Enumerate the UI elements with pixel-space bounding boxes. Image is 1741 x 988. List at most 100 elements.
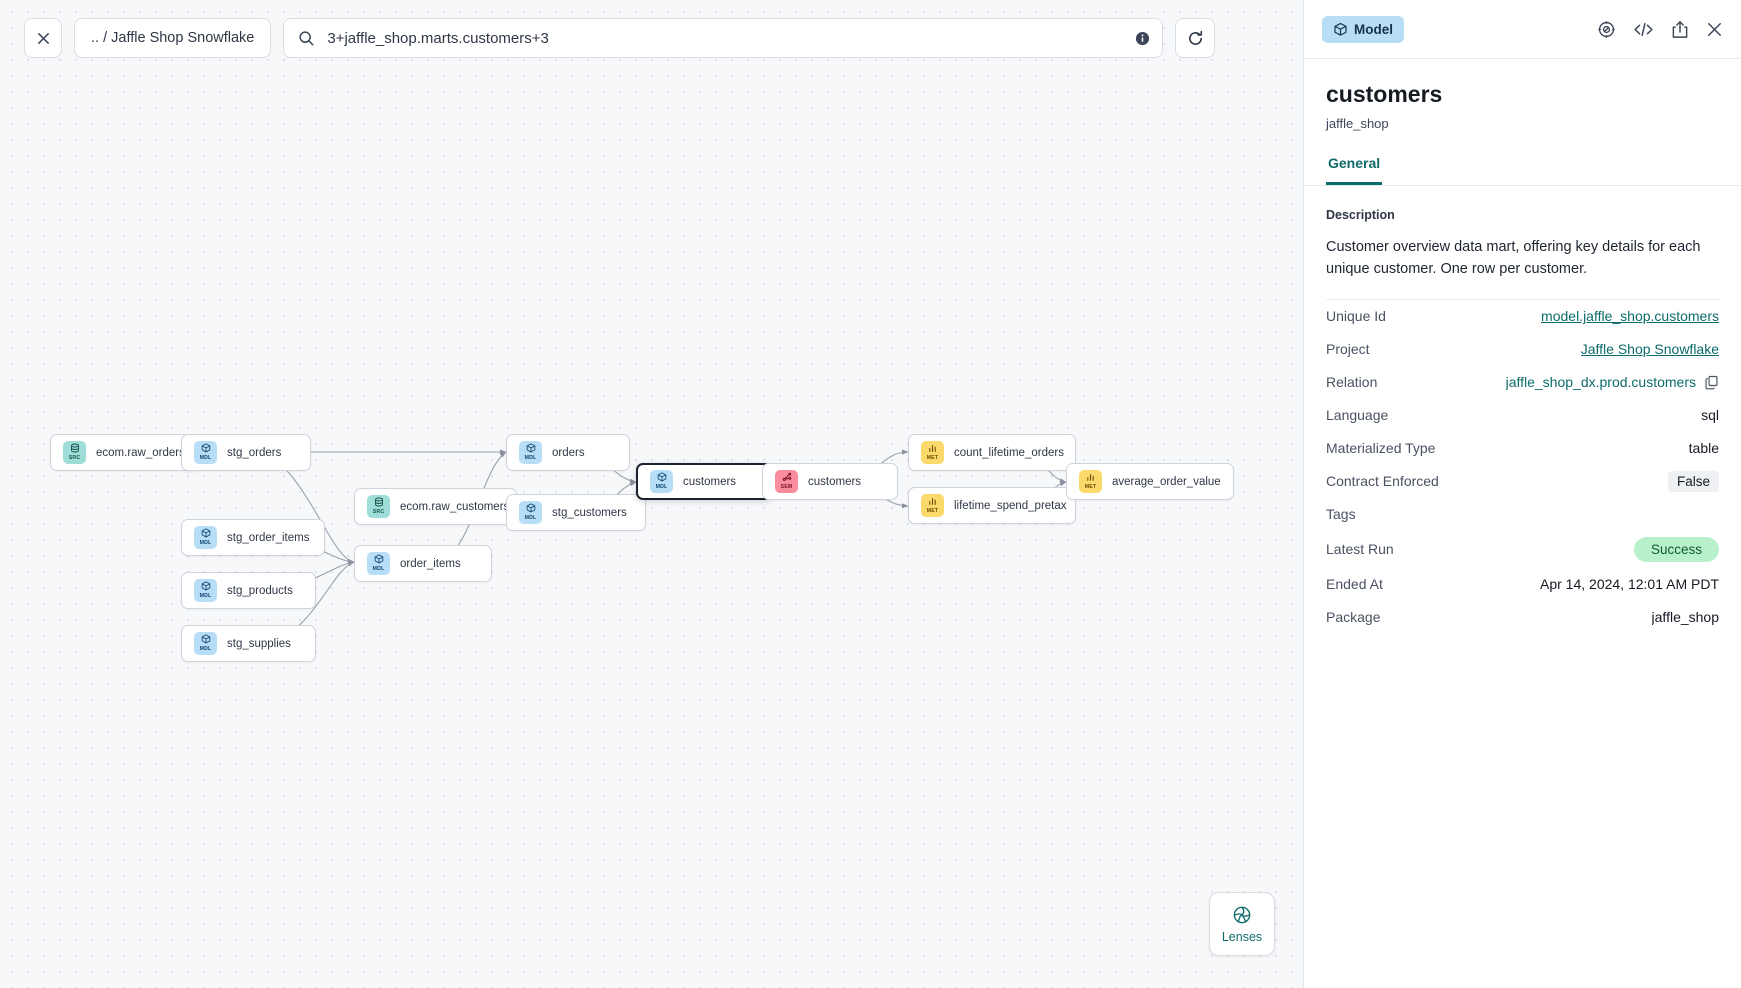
property-key: Language: [1326, 407, 1389, 424]
node-kind-chip[interactable]: Model: [1322, 15, 1404, 43]
property-value-wrap: Jaffle Shop Snowflake: [1581, 341, 1719, 357]
property-row: Latest Run Success: [1326, 531, 1719, 568]
node-type-code: SEM: [780, 484, 793, 491]
property-key: Contract Enforced: [1326, 473, 1439, 490]
node-badge-sem-icon: SEM: [775, 470, 798, 493]
node-type-code: MDL: [524, 515, 537, 522]
node-label: stg_customers: [552, 506, 627, 519]
node-type-code: MDL: [199, 540, 212, 547]
node-badge-met-icon: MET: [921, 494, 944, 517]
node-badge-src-icon: SRC: [63, 441, 86, 464]
node-label: customers: [683, 475, 737, 488]
node-type-code: MDL: [655, 484, 668, 491]
lineage-canvas[interactable]: .. / Jaffle Shop Snowflake 3+jaffle_shop…: [0, 0, 1303, 988]
info-icon[interactable]: [1135, 31, 1150, 46]
node-label: stg_order_items: [227, 531, 310, 544]
graph-node-stg_supplies[interactable]: MDL stg_supplies: [181, 625, 316, 662]
node-type-code: MET: [926, 508, 939, 515]
focus-icon[interactable]: [1597, 20, 1616, 39]
node-badge-met-icon: MET: [921, 441, 944, 464]
node-type-code: MET: [1084, 484, 1097, 491]
graph-node-stg_order_items[interactable]: MDL stg_order_items: [181, 519, 325, 556]
page-title: customers: [1326, 81, 1443, 107]
node-type-glyph: [928, 496, 938, 508]
property-value: table: [1688, 440, 1719, 457]
canvas-toolbar: .. / Jaffle Shop Snowflake 3+jaffle_shop…: [24, 18, 1216, 58]
property-key: Latest Run: [1326, 541, 1394, 558]
node-badge-mdl-icon: MDL: [194, 632, 217, 655]
node-type-glyph: [657, 472, 667, 484]
property-value: jaffle_shop_dx.prod.customers: [1505, 374, 1696, 391]
node-badge-mdl-icon: MDL: [650, 470, 673, 493]
node-badge-mdl-icon: MDL: [194, 526, 217, 549]
close-icon[interactable]: [1706, 21, 1723, 38]
description-label: Description: [1326, 208, 1395, 222]
share-icon[interactable]: [1671, 20, 1689, 39]
graph-node-order_items[interactable]: MDL order_items: [354, 545, 492, 582]
node-label: stg_supplies: [227, 637, 291, 650]
property-key: Unique Id: [1326, 308, 1386, 325]
graph-node-stg_orders[interactable]: MDL stg_orders: [181, 434, 311, 471]
search-input[interactable]: 3+jaffle_shop.marts.customers+3: [283, 18, 1164, 58]
node-type-glyph: [374, 554, 384, 566]
panel-tabs: General: [1304, 155, 1741, 186]
property-value[interactable]: Jaffle Shop Snowflake: [1580, 341, 1719, 358]
graph-node-customers_model[interactable]: MDL customers: [636, 463, 772, 500]
node-type-glyph: [201, 581, 211, 593]
aperture-icon: [1232, 905, 1252, 925]
breadcrumb-label: .. / Jaffle Shop Snowflake: [91, 30, 255, 46]
lenses-button[interactable]: Lenses: [1209, 892, 1275, 956]
panel-actions: [1597, 20, 1723, 39]
close-button[interactable]: [24, 18, 62, 58]
property-row: Relation jaffle_shop_dx.prod.customers: [1326, 366, 1719, 399]
node-type-code: MDL: [372, 566, 385, 573]
property-key: Materialized Type: [1326, 440, 1436, 457]
property-key: Package: [1326, 609, 1381, 626]
copy-icon[interactable]: [1704, 375, 1719, 390]
node-label: order_items: [400, 557, 461, 570]
node-badge-met-icon: MET: [1079, 470, 1102, 493]
property-key: Ended At: [1326, 576, 1383, 593]
node-type-glyph: [70, 443, 80, 455]
node-badge-mdl-icon: MDL: [519, 501, 542, 524]
node-type-glyph: [374, 497, 384, 509]
property-row: Tags: [1326, 498, 1719, 531]
graph-node-lifetime_spend_pretax[interactable]: MET lifetime_spend_pretax: [908, 487, 1076, 524]
node-type-code: MDL: [199, 593, 212, 600]
property-row: Unique Id model.jaffle_shop.customers: [1326, 300, 1719, 333]
code-icon[interactable]: [1633, 20, 1654, 39]
cube-icon: [1333, 22, 1348, 37]
node-type-glyph: [928, 443, 938, 455]
node-label: stg_orders: [227, 446, 282, 459]
node-type-code: MDL: [199, 455, 212, 462]
property-value-wrap: table: [1689, 440, 1719, 456]
node-kind-label: Model: [1354, 21, 1393, 37]
node-type-glyph: [782, 472, 792, 484]
lenses-label: Lenses: [1221, 929, 1263, 944]
search-value: 3+jaffle_shop.marts.customers+3: [327, 29, 549, 47]
tab-general[interactable]: General: [1326, 155, 1383, 185]
breadcrumb[interactable]: .. / Jaffle Shop Snowflake: [74, 18, 272, 58]
node-type-code: MDL: [199, 646, 212, 653]
property-key: Relation: [1326, 374, 1378, 391]
status-badge: Success: [1633, 536, 1719, 562]
graph-node-stg_customers[interactable]: MDL stg_customers: [506, 494, 646, 531]
refresh-button[interactable]: [1175, 18, 1216, 58]
node-label: lifetime_spend_pretax: [954, 499, 1067, 512]
refresh-icon: [1187, 30, 1204, 47]
property-value[interactable]: model.jaffle_shop.customers: [1541, 308, 1719, 325]
